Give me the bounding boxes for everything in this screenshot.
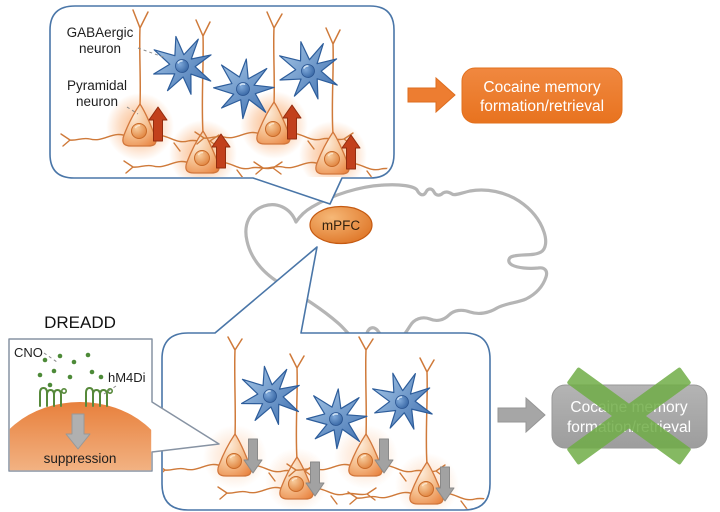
outcome-box-active bbox=[461, 67, 623, 124]
pyramidal-label-line2: neuron bbox=[76, 94, 118, 109]
gaba-label-line1: GABAergic bbox=[67, 25, 134, 40]
pyramidal-label-line1: Pyramidal bbox=[67, 78, 127, 93]
bottom-panel-content bbox=[163, 336, 489, 509]
outcome-active-line2: formation/retrieval bbox=[480, 98, 604, 115]
gaba-leader-line bbox=[137, 47, 167, 59]
cno-leader-line bbox=[43, 352, 58, 363]
outcome-arrow-active bbox=[407, 76, 456, 114]
suppression-down-arrow bbox=[65, 413, 91, 450]
cno-label: CNO bbox=[14, 345, 43, 360]
outcome-active-line1: Cocaine memory bbox=[483, 79, 600, 96]
top-panel-content bbox=[60, 9, 393, 177]
pyramidal-leader-line bbox=[126, 106, 139, 115]
dreadd-title: DREADD bbox=[44, 313, 116, 332]
green-cross-icon bbox=[567, 367, 691, 465]
dreadd-content: CNO hM4Di suppression bbox=[9, 345, 152, 471]
hm4di-leader-line bbox=[103, 385, 117, 395]
hm4di-label: hM4Di bbox=[108, 370, 146, 385]
gaba-label-line2: neuron bbox=[79, 41, 121, 56]
apical-dendrites-bottom bbox=[227, 336, 435, 465]
mpfc-label: mPFC bbox=[322, 218, 360, 233]
cno-molecules bbox=[37, 352, 104, 388]
suppression-label: suppression bbox=[44, 451, 117, 466]
outcome-arrow-suppressed bbox=[497, 396, 546, 434]
mpfc-region bbox=[309, 205, 373, 245]
